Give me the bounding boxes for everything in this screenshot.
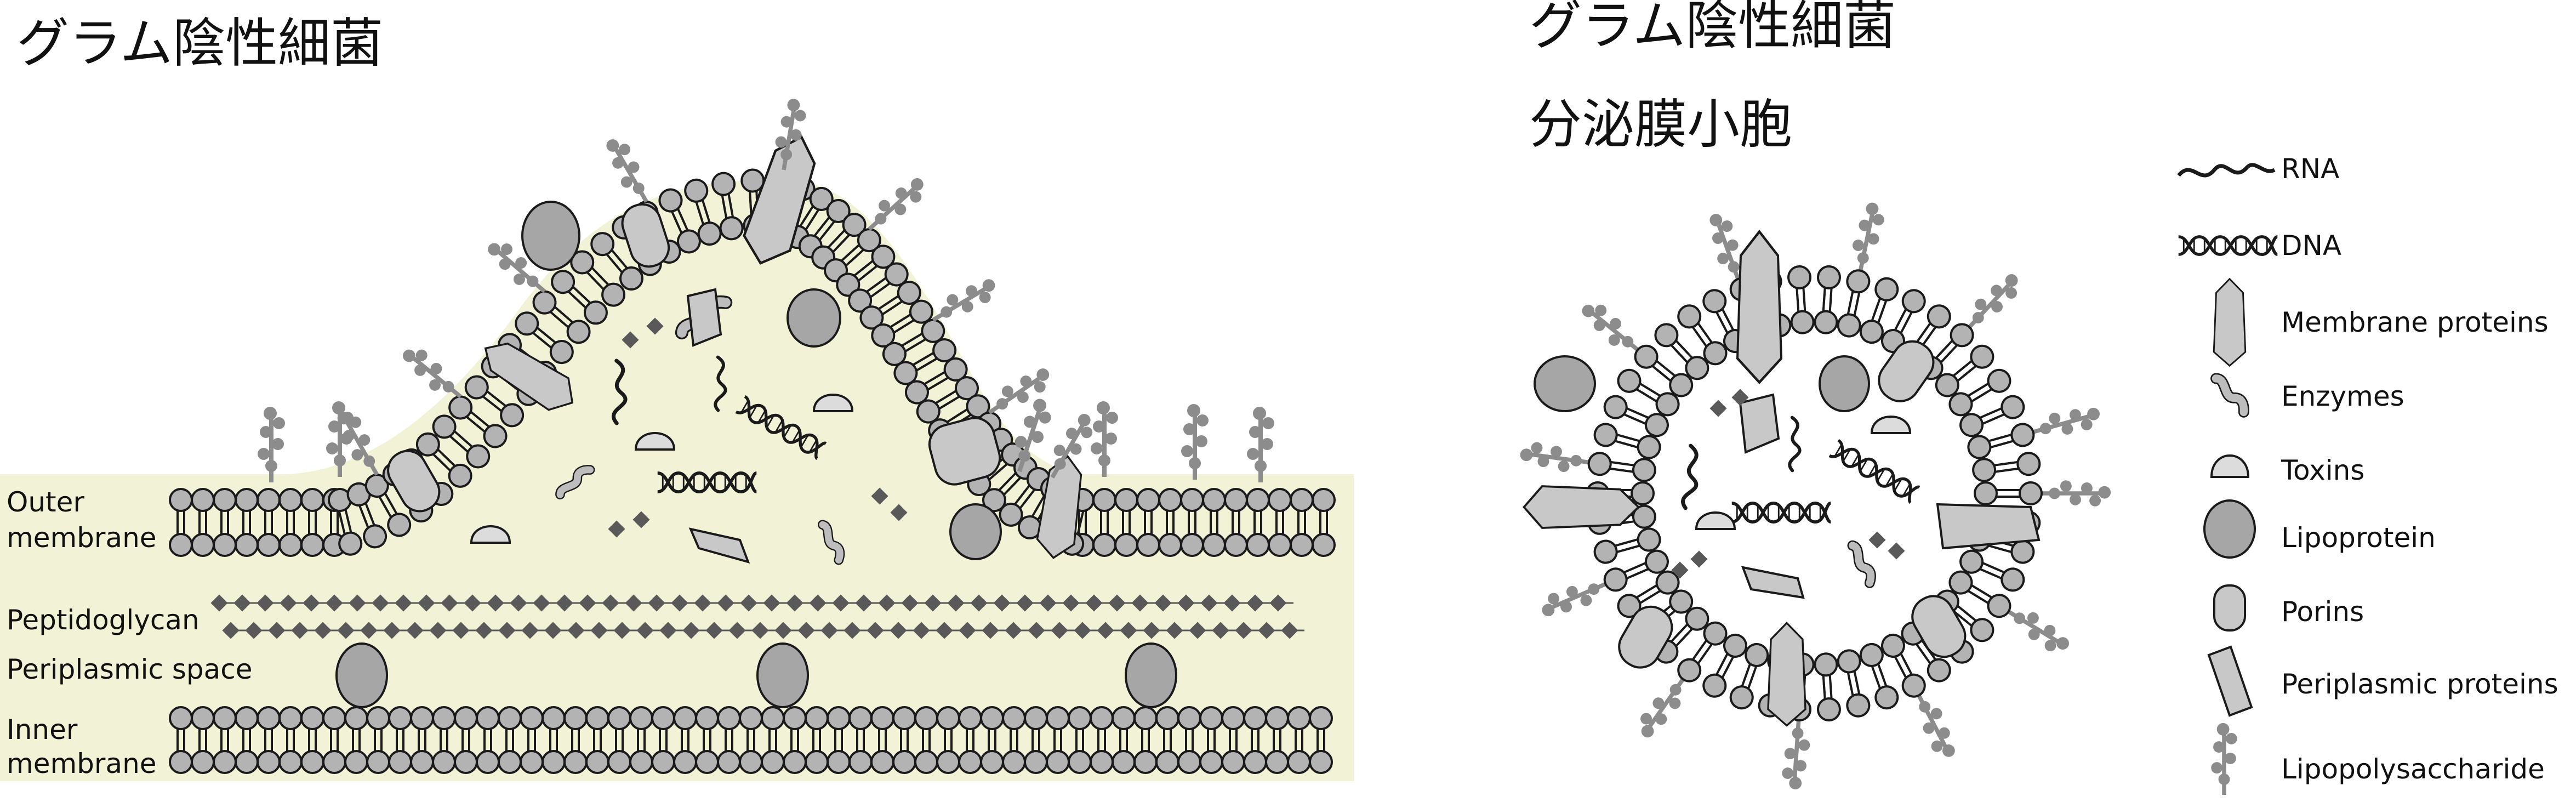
legend-item-lipopolysaccharide: Lipopolysaccharide (2211, 723, 2545, 795)
periplasmic-protein (1936, 503, 2041, 550)
legend-item-toxins: Toxins (2210, 454, 2364, 486)
legend-item-enzymes: Enzymes (2208, 378, 2404, 412)
legend: RNA DNA Membrane proteins Enzymes Toxins… (2179, 153, 2558, 795)
right-panel: グラム陰性細菌 分泌膜小胞 (1519, 0, 2111, 790)
legend-label: Lipoprotein (2281, 522, 2436, 554)
toxin-icon (2210, 454, 2250, 478)
vesicle (1519, 200, 2111, 790)
periplasmic-protein (686, 288, 722, 347)
legend-item-periplasmic-proteins: Periplasmic proteins (2207, 645, 2558, 717)
periplasmic-protein (688, 527, 750, 564)
periplasmic-protein-icon (2207, 645, 2253, 717)
lipoprotein (1819, 355, 1870, 412)
porin (1911, 595, 1967, 658)
porin (387, 450, 441, 513)
porin (621, 203, 670, 268)
legend-label: RNA (2281, 153, 2339, 185)
vesicle-title-line1: グラム陰性細菌 (1529, 0, 1896, 56)
label-inner-membrane-line2: membrane (7, 748, 157, 780)
porin (1618, 605, 1673, 669)
legend-label: Membrane proteins (2281, 306, 2549, 338)
lipopolysaccharide (1181, 404, 1209, 480)
inner-membrane-protein (335, 642, 388, 708)
lipoprotein (787, 288, 841, 348)
lipopolysaccharide (1247, 407, 1274, 482)
legend-label: Lipopolysaccharide (2281, 753, 2545, 785)
legend-item-membrane-proteins: Membrane proteins (2213, 278, 2549, 367)
legend-item-porins: Porins (2213, 584, 2364, 632)
label-peptidoglycan: Peptidoglycan (7, 604, 200, 636)
legend-label: Enzymes (2281, 380, 2404, 412)
legend-label: Toxins (2281, 454, 2364, 486)
rna-icon (2177, 163, 2276, 178)
legend-label: DNA (2281, 230, 2341, 261)
porin-icon (2213, 584, 2246, 632)
membrane-protein-icon (2213, 278, 2247, 367)
periplasmic-protein (1741, 566, 1805, 599)
porin (928, 417, 1001, 486)
porin (1878, 340, 1935, 402)
label-outer-membrane-line2: membrane (7, 522, 157, 554)
label-inner-membrane-line1: Inner (7, 714, 78, 746)
inner-membrane-protein (1125, 642, 1177, 708)
membrane-protein (1767, 622, 1806, 727)
lipopolysaccharide (258, 407, 285, 482)
label-periplasmic-space: Periplasmic space (7, 653, 253, 685)
left-panel: グラム陰性細菌 (0, 13, 1354, 782)
lipoprotein (521, 201, 580, 271)
legend-item-lipoprotein: Lipoprotein (2203, 499, 2436, 559)
periplasmic-protein (1739, 393, 1780, 454)
membrane-protein (1523, 485, 1640, 529)
membrane-protein (1737, 232, 1781, 383)
lipoprotein (949, 503, 1002, 560)
left-title: グラム陰性細菌 (16, 13, 383, 74)
lipopolysaccharide (1091, 401, 1118, 477)
legend-label: Porins (2281, 596, 2364, 628)
enzyme-icon (2208, 378, 2252, 412)
label-outer-membrane-line1: Outer (7, 486, 84, 518)
lipoprotein (1534, 355, 1596, 412)
lipoprotein-icon (2203, 499, 2256, 559)
dna-icon (2179, 237, 2278, 254)
lipopolysaccharide (599, 133, 658, 208)
legend-item-rna: RNA (2177, 153, 2339, 185)
inner-membrane-protein (756, 642, 809, 708)
lipopolysaccharide (860, 172, 931, 239)
vesicle-title-line2: 分泌膜小胞 (1529, 94, 1792, 155)
legend-item-dna: DNA (2179, 230, 2341, 261)
peptidoglycan-layer (210, 594, 1304, 639)
legend-label: Periplasmic proteins (2281, 668, 2558, 700)
lipopolysaccharide (397, 341, 469, 407)
lipopolysaccharide-icon (2211, 723, 2237, 795)
